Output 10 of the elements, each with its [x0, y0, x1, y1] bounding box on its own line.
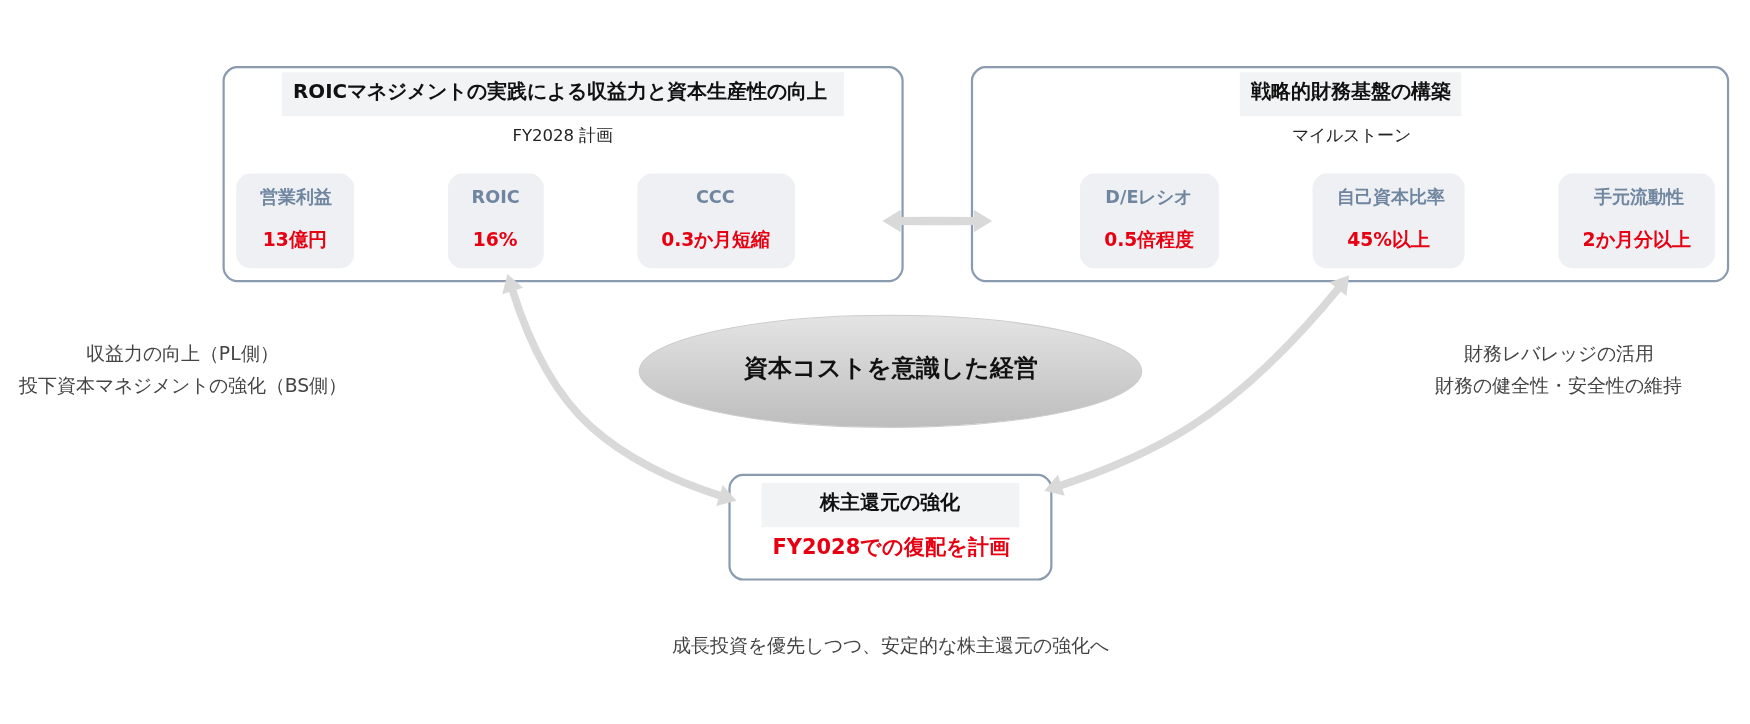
node-box: 株主還元の強化 FY2028での復配を計画 [728, 473, 1053, 581]
node-label: 投下資本マネジメントの強化（BS側） [18, 374, 348, 396]
arrow [882, 209, 992, 232]
node-ellipse: 資本コストを意識した経営 [638, 314, 1143, 428]
node-label: 成長投資を優先しつつ、安定的な株主還元の強化へ [672, 634, 1110, 656]
node-label: 財務の健全性・安全性の維持 [1434, 374, 1682, 396]
arrow [502, 273, 737, 506]
node-label: 収益力の向上（PL側） [85, 342, 279, 364]
node-label: 財務レバレッジの活用 [1463, 342, 1654, 364]
arrow [1044, 274, 1350, 496]
